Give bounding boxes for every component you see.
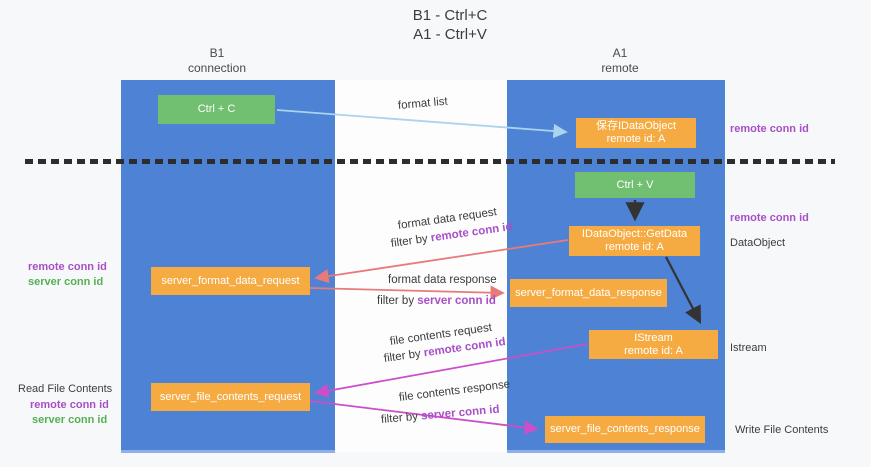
diagram-title: B1 - Ctrl+C A1 - Ctrl+V <box>330 6 570 44</box>
title-line-1: B1 - Ctrl+C <box>412 7 488 24</box>
dataobject-label: DataObject <box>730 237 786 249</box>
server-file-contents-response-box: server_file_contents_response <box>545 416 705 443</box>
getdata-box: IDataObject::GetData remote id: A <box>569 226 700 256</box>
ctrl-v-label: Ctrl + V <box>616 178 654 191</box>
server-format-data-response-box: server_format_data_response <box>510 279 667 307</box>
server-file-contents-request-label: server_file_contents_request <box>159 390 302 403</box>
ctrl-v-box: Ctrl + V <box>575 172 695 198</box>
format-response-filter-annotation: filter by server conn id <box>377 295 496 307</box>
save-idataobject-line1: 保存IDataObject <box>595 120 677 132</box>
lane-header-a1: A1 remote <box>550 46 690 76</box>
istream-side-label: Istream <box>730 342 767 354</box>
format-response-filter-key: server conn id <box>417 295 496 307</box>
read-file-contents-label: Read File Contents <box>18 383 113 395</box>
server-format-data-response-label: server_format_data_response <box>515 286 662 299</box>
title-line-2: A1 - Ctrl+V <box>413 26 487 43</box>
ctrl-c-box: Ctrl + C <box>158 95 275 124</box>
istream-box: IStream remote id: A <box>589 330 718 359</box>
server-format-data-request-box: server_format_data_request <box>151 267 310 295</box>
getdata-line2: remote id: A <box>605 241 664 253</box>
left-server-conn-id-file: server conn id <box>32 414 108 426</box>
lane-b1-subtitle: connection <box>187 61 247 75</box>
left-remote-conn-id-format: remote conn id <box>28 261 107 273</box>
ctrl-c-label: Ctrl + C <box>197 103 236 115</box>
server-file-contents-response-label: server_file_contents_response <box>550 423 700 435</box>
write-file-contents-label: Write File Contents <box>735 424 829 436</box>
right-remote-conn-id-mid: remote conn id <box>730 212 809 224</box>
istream-line1: IStream <box>634 331 673 344</box>
format-response-filter-prefix: filter by <box>377 295 418 307</box>
lane-a1-subtitle: remote <box>601 61 639 75</box>
left-server-conn-id-format: server conn id <box>28 276 104 288</box>
lane-a1-title: A1 <box>612 46 628 60</box>
server-format-data-request-label: server_format_data_request <box>161 274 300 287</box>
lane-b1-title: B1 <box>209 46 225 60</box>
getdata-line1: IDataObject::GetData <box>581 228 688 240</box>
istream-line2: remote id: A <box>624 344 683 357</box>
copy-paste-divider <box>25 159 835 164</box>
format-response-annotation: format data response <box>388 274 497 286</box>
save-idataobject-line2: remote id: A <box>606 133 666 145</box>
lane-header-b1: B1 connection <box>147 46 287 76</box>
server-file-contents-request-box: server_file_contents_request <box>151 383 310 411</box>
save-idataobject-box: 保存IDataObject remote id: A <box>576 118 696 148</box>
left-remote-conn-id-file: remote conn id <box>30 399 109 411</box>
right-remote-conn-id-top: remote conn id <box>730 123 809 135</box>
